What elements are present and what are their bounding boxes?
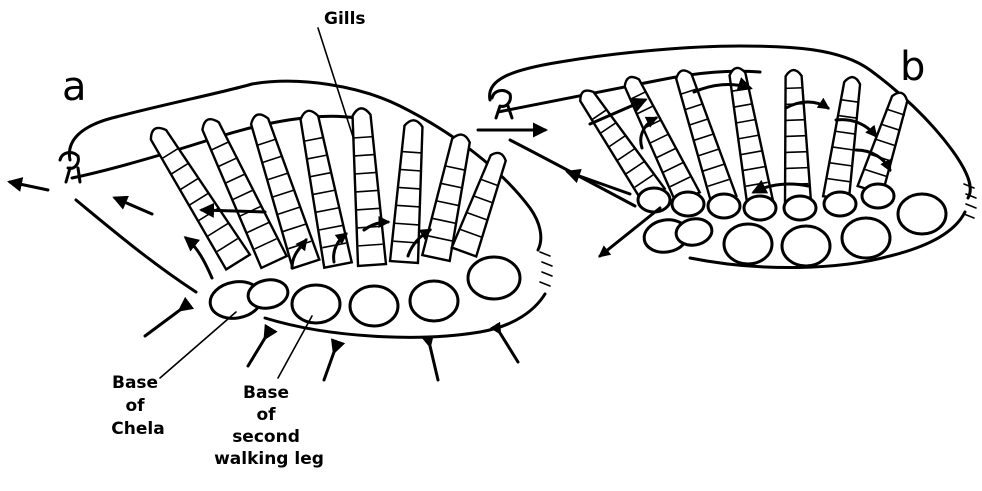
panel-b: b [478,44,976,268]
leg-base [350,286,398,326]
leg-base [246,277,290,312]
leg-base [898,194,946,234]
panel-b-scaphognathite [492,91,512,118]
panel-a-letter: a [62,64,87,110]
panel-a-branchiostegite-edge [76,200,196,292]
leg-base-second-walking-leg [724,224,772,264]
panel-a-gills [143,107,512,269]
leg-base [410,281,458,321]
flow-arrow [10,182,48,190]
panel-a-leg-bases [207,257,520,326]
gill [858,89,914,194]
label-base-of-chela: Base of Chela [111,373,164,439]
leader-base-of-chela [160,312,236,378]
flow-arrow [186,238,212,278]
flow-arrow [430,346,438,380]
panel-a: a [10,9,552,469]
flow-arrow [500,333,518,362]
gill-base [708,194,740,218]
flow-arrow [202,210,265,212]
gill-base [672,192,704,216]
panel-b-letter: b [900,44,925,90]
flow-arrow [324,352,334,380]
gill-base [862,184,894,208]
panel-a-rear-lamellae [540,252,552,286]
leg-base-second-walking-leg [292,285,340,323]
gill-base [784,196,816,220]
gill [780,70,811,203]
leg-base [842,218,890,258]
flow-arrow [248,338,265,366]
gill [390,119,428,263]
flow-arrow [145,310,180,336]
gill [347,107,386,266]
flow-arrow [568,172,630,194]
label-base-of-second-walking-leg: Base of second walking leg [214,383,324,469]
gill-base [824,192,856,216]
flow-arrow [115,198,152,214]
label-gills: Gills [324,9,366,29]
leg-base [468,257,520,299]
leg-base [782,226,830,266]
gill-base [638,188,670,212]
gill-base [744,196,776,220]
